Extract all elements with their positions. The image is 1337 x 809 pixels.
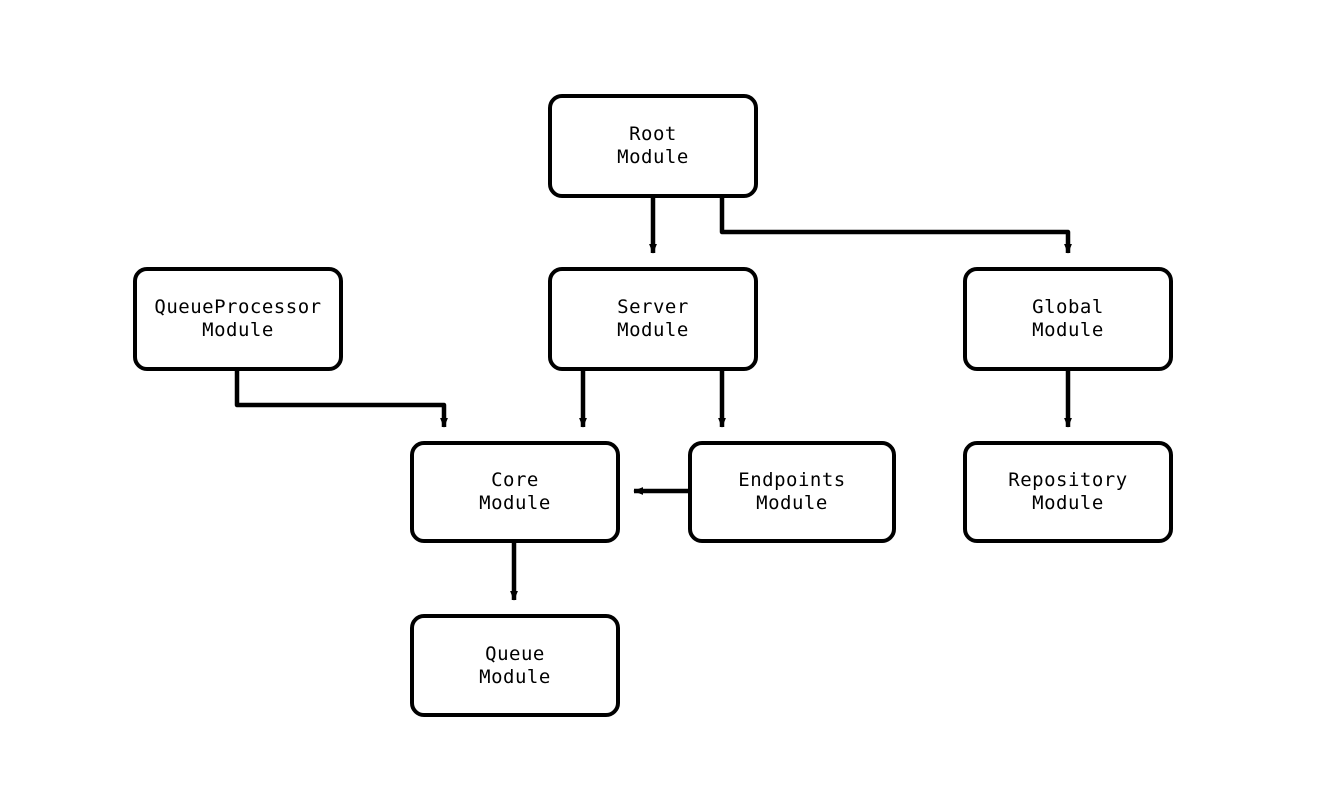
node-repository-module[interactable]: Repository Module: [963, 441, 1173, 543]
node-root-module[interactable]: Root Module: [548, 94, 758, 198]
node-label-line1: Global: [1032, 296, 1104, 318]
node-global-module[interactable]: Global Module: [963, 267, 1173, 371]
node-endpoints-module[interactable]: Endpoints Module: [688, 441, 896, 543]
node-label-line2: Module: [479, 665, 551, 688]
node-label-line1: QueueProcessor: [154, 296, 322, 318]
node-queueprocessor-module[interactable]: QueueProcessor Module: [133, 267, 343, 371]
node-core-module[interactable]: Core Module: [410, 441, 620, 543]
node-label-line1: Server: [617, 296, 689, 318]
node-server-module[interactable]: Server Module: [548, 267, 758, 371]
edge-root-global: [719, 198, 1072, 254]
node-label-line2: Module: [617, 146, 689, 168]
node-label-line1: Root: [629, 123, 677, 145]
node-label-line2: Module: [1032, 492, 1104, 514]
node-queue-module[interactable]: Queue Module: [410, 614, 620, 717]
node-label-line2: Module: [617, 319, 689, 341]
edge-queueprocessor-core: [234, 371, 448, 428]
node-label-line2: Module: [202, 319, 274, 341]
node-label-line1: Core: [491, 469, 539, 491]
node-label-line2: Module: [756, 492, 828, 514]
node-label-line1: Endpoints: [738, 469, 846, 491]
node-label-line1: Queue: [485, 642, 545, 665]
node-label-line1: Repository: [1008, 469, 1128, 491]
node-label-line2: Module: [1032, 319, 1104, 341]
node-label-line2: Module: [479, 492, 551, 514]
